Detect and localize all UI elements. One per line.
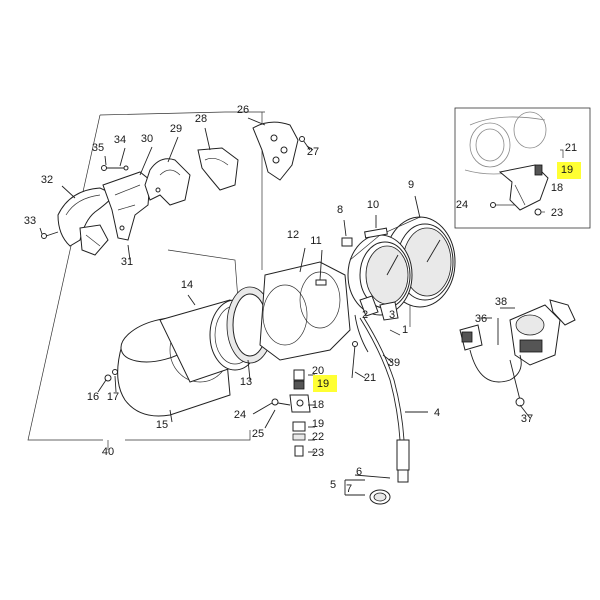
callout-c19a: 19	[312, 418, 324, 430]
callout-c3: 3	[389, 309, 395, 321]
callout-h19main: 19	[317, 378, 329, 390]
callout-c14: 14	[181, 279, 193, 291]
callout-c11: 11	[310, 235, 321, 247]
callout-c12: 12	[287, 229, 299, 241]
callout-c29: 29	[170, 123, 182, 135]
instrument-housings	[117, 247, 351, 423]
callout-c8: 8	[337, 204, 343, 216]
callout-c26: 26	[237, 104, 249, 116]
callout-c13: 13	[240, 376, 252, 388]
highlight-19-inset	[557, 162, 581, 179]
callout-c28: 28	[195, 113, 207, 125]
callout-c37: 37	[521, 413, 533, 425]
dash-cover-parts	[39, 127, 239, 261]
callout-c16: 16	[87, 391, 99, 403]
callout-c18: 18	[312, 399, 324, 411]
callout-c22: 22	[312, 431, 324, 443]
callout-c38: 38	[495, 296, 507, 308]
callout-c40: 40	[102, 446, 114, 458]
callout-c31: 31	[121, 256, 133, 268]
callout-c17: 17	[107, 391, 119, 403]
callout-c25: 25	[252, 428, 264, 440]
callout-c1: 1	[402, 324, 408, 336]
gauges	[341, 195, 456, 321]
highlight-19-main	[313, 375, 337, 392]
callout-h19inset: 19	[561, 164, 573, 176]
callout-c30: 30	[141, 133, 153, 145]
callout-c9: 9	[408, 179, 414, 191]
callout-c15: 15	[156, 419, 168, 431]
callout-c5: 5	[330, 479, 336, 491]
callout-c27: 27	[307, 146, 319, 158]
callout-c32: 32	[41, 174, 53, 186]
callout-i18: 18	[551, 182, 563, 194]
callout-c4: 4	[434, 407, 440, 419]
callout-c35: 35	[92, 142, 104, 154]
callout-c2: 2	[362, 309, 368, 321]
callout-i21: 21	[565, 142, 577, 154]
callout-i23: 23	[551, 207, 563, 219]
speedo-cable	[354, 314, 428, 483]
callout-c6: 6	[356, 466, 362, 478]
callout-c39: 39	[388, 357, 400, 369]
dash-bracket-26	[247, 117, 314, 181]
callout-c33: 33	[24, 215, 36, 227]
callout-c36: 36	[475, 313, 487, 325]
highlight-boxes	[313, 162, 581, 392]
callout-i24: 24	[456, 199, 468, 211]
callout-c7: 7	[346, 483, 352, 495]
callout-c24: 24	[234, 409, 246, 421]
cable-end-parts	[344, 474, 391, 505]
callout-c34: 34	[114, 134, 126, 146]
callout-c20: 20	[312, 365, 324, 377]
callout-c23: 23	[312, 447, 324, 459]
callout-c10: 10	[367, 199, 379, 211]
callout-c21: 21	[364, 372, 376, 384]
mounting-hardware	[97, 341, 366, 457]
ignition-switch	[459, 299, 576, 419]
